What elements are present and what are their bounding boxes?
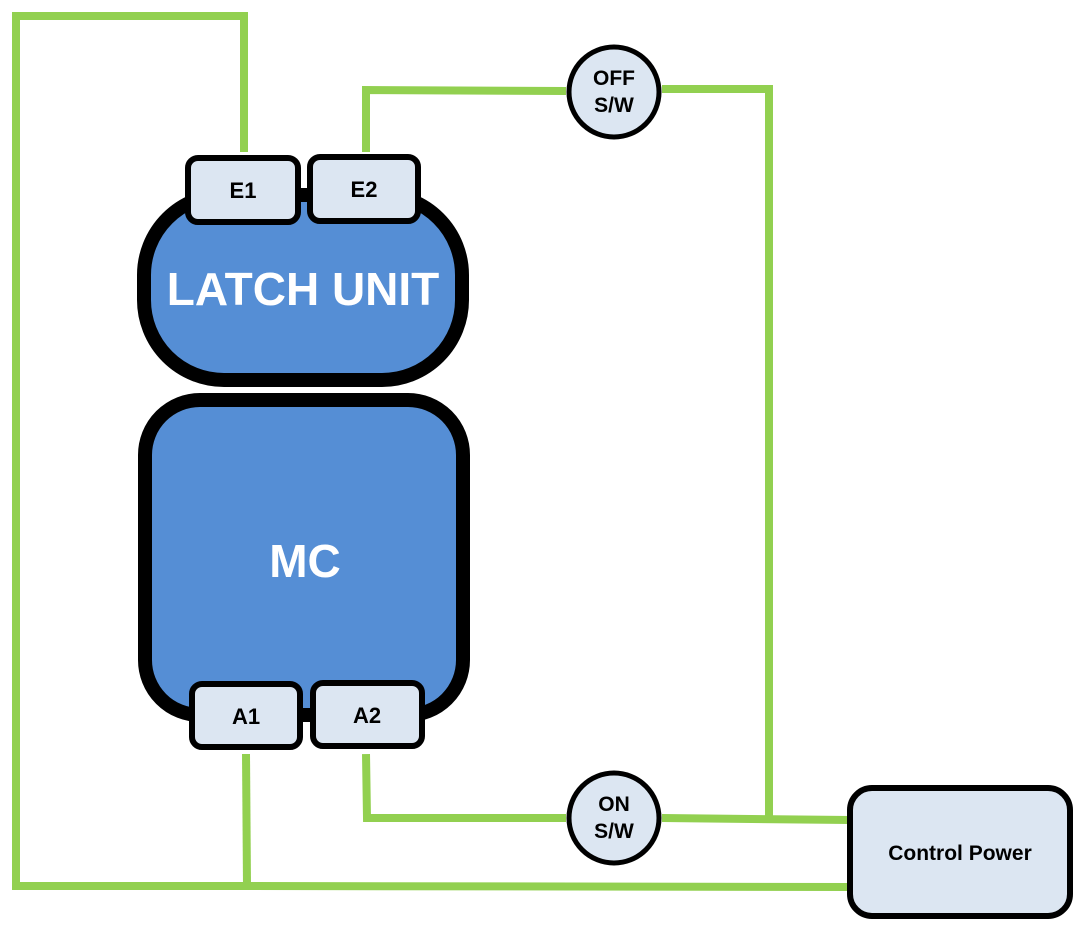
wire-e1-to-bottom-bus: [12, 12, 248, 890]
off-switch-circle: [566, 44, 662, 140]
latch-unit-body: [137, 188, 469, 387]
terminal-a1-label: A1: [232, 704, 260, 729]
terminal-e1-label: E1: [230, 178, 257, 203]
off-switch[interactable]: OFF S/W: [566, 44, 662, 140]
on-switch-label-line2: S/W: [594, 820, 634, 843]
control-power-label: Control Power: [888, 842, 1032, 865]
terminal-a1-box: [189, 681, 303, 750]
wire-a1-to-bottom-bus: [242, 753, 251, 887]
wire-on-switch-to-control-power: [661, 814, 851, 824]
mc-body: [138, 393, 470, 722]
control-power-block[interactable]: Control Power: [847, 785, 1073, 919]
terminal-a1[interactable]: A1: [189, 681, 303, 750]
wire-off-switch-to-right-bus: [662, 85, 773, 818]
terminal-e2-box: [307, 154, 421, 224]
wire-e2-to-off-switch: [362, 85, 567, 152]
wires: [12, 12, 851, 891]
latch-unit-block[interactable]: LATCH UNIT: [137, 188, 469, 387]
mc-label: MC: [269, 535, 341, 587]
control-power-box: [847, 785, 1073, 919]
on-switch-label-line1: ON: [598, 793, 630, 816]
terminal-a2[interactable]: A2: [310, 680, 425, 749]
off-switch-label-line2: S/W: [594, 94, 634, 117]
on-switch[interactable]: ON S/W: [566, 770, 662, 866]
on-switch-circle: [566, 770, 662, 866]
latch-unit-label: LATCH UNIT: [167, 263, 440, 315]
terminal-a2-label: A2: [353, 703, 381, 728]
off-switch-label-line1: OFF: [593, 67, 635, 90]
wire-bottom-bus-to-control-power: [245, 882, 851, 891]
terminal-e1[interactable]: E1: [185, 155, 301, 225]
terminal-e1-box: [185, 155, 301, 225]
terminal-a2-box: [310, 680, 425, 749]
terminal-e2[interactable]: E2: [307, 154, 421, 224]
terminal-e2-label: E2: [351, 177, 378, 202]
wire-a2-to-on-switch: [362, 753, 566, 822]
mc-block[interactable]: MC: [138, 393, 470, 722]
